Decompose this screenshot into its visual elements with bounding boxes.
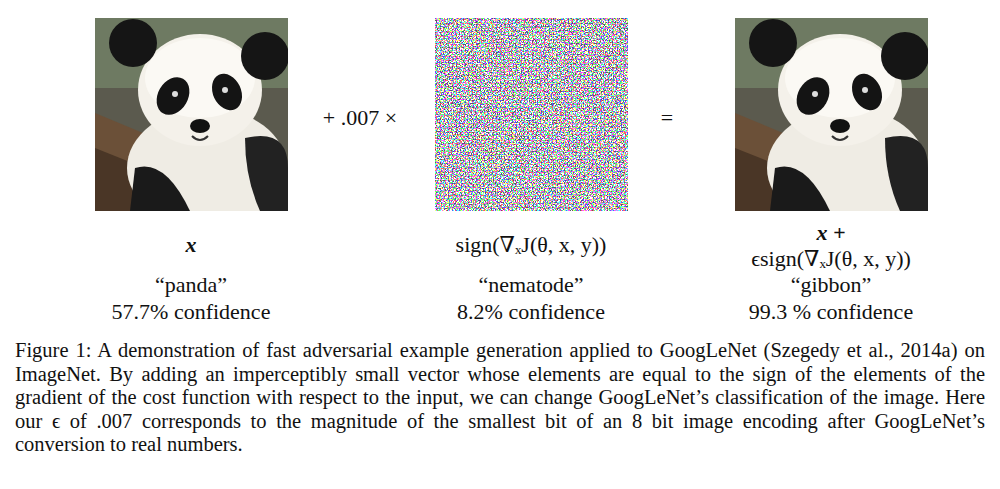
math-label: sign(∇ₓJ(θ, x, y)) (456, 232, 607, 258)
operator-label: + .007 × (323, 105, 397, 131)
class-label: “panda” (155, 272, 227, 298)
confidence-label: 8.2% confidence (457, 299, 605, 325)
class-label: “nematode” (478, 272, 583, 298)
noise-image (435, 18, 628, 211)
math-label: ϵsign(∇ₓJ(θ, x, y)) (751, 246, 911, 272)
operator-label: = (661, 105, 673, 131)
confidence-label: 99.3 % confidence (749, 299, 913, 325)
panda-image (95, 18, 288, 211)
figure-caption: Figure 1: A demonstration of fast advers… (15, 339, 985, 457)
class-label: “gibbon” (791, 272, 872, 298)
adversarial-image (735, 18, 928, 211)
math-label: x (186, 232, 197, 258)
confidence-label: 57.7% confidence (112, 299, 271, 325)
math-label: x + (816, 220, 845, 246)
